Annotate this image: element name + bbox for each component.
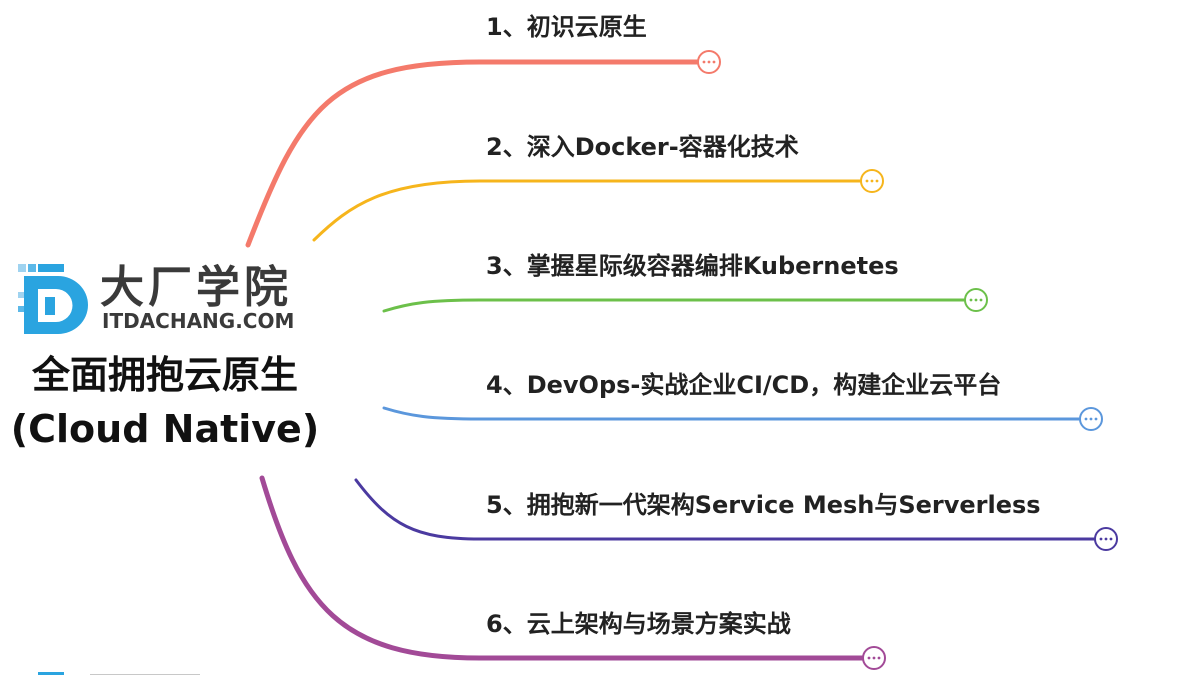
logo-chinese-text: 大厂学院	[100, 262, 292, 313]
branch-1-label: 1、初识云原生	[486, 13, 647, 41]
logo-english-text: ITDACHANG.COM	[102, 309, 295, 333]
branch-3-connector	[382, 298, 966, 313]
branch-6-collapse-ellipsis-circle-icon[interactable]	[862, 646, 886, 670]
branch-5-collapse-ellipsis-circle-icon[interactable]	[1094, 527, 1118, 551]
branch-6-connector	[259, 475, 865, 661]
root-title-line1: 全面拥抱云原生	[31, 353, 298, 397]
branch-5-connector	[354, 478, 1096, 541]
branch-3-label: 3、掌握星际级容器编排Kubernetes	[486, 252, 899, 280]
branch-6-label: 6、云上架构与场景方案实战	[486, 610, 791, 638]
footer-logo-fragment	[38, 664, 248, 675]
branch-5-label: 5、拥抱新一代架构Service Mesh与Serverless	[486, 491, 1041, 519]
branch-3-collapse-ellipsis-circle-icon[interactable]	[964, 288, 988, 312]
branch-1-collapse-ellipsis-circle-icon[interactable]	[697, 50, 721, 74]
branch-4-collapse-ellipsis-circle-icon[interactable]	[1079, 407, 1103, 431]
branch-2-connector	[312, 179, 862, 242]
logo-d-mark-icon	[18, 264, 88, 334]
branch-2-label: 2、深入Docker-容器化技术	[486, 133, 799, 161]
branch-4-connector	[382, 406, 1081, 421]
root-title-line2: (Cloud Native)	[10, 407, 320, 451]
itdachang-logo: 大厂学院 ITDACHANG.COM	[18, 262, 318, 334]
branch-4-label: 4、DevOps-实战企业CI/CD，构建企业云平台	[486, 371, 1002, 399]
branch-2-collapse-ellipsis-circle-icon[interactable]	[860, 169, 884, 193]
branch-1-connector	[245, 59, 700, 248]
